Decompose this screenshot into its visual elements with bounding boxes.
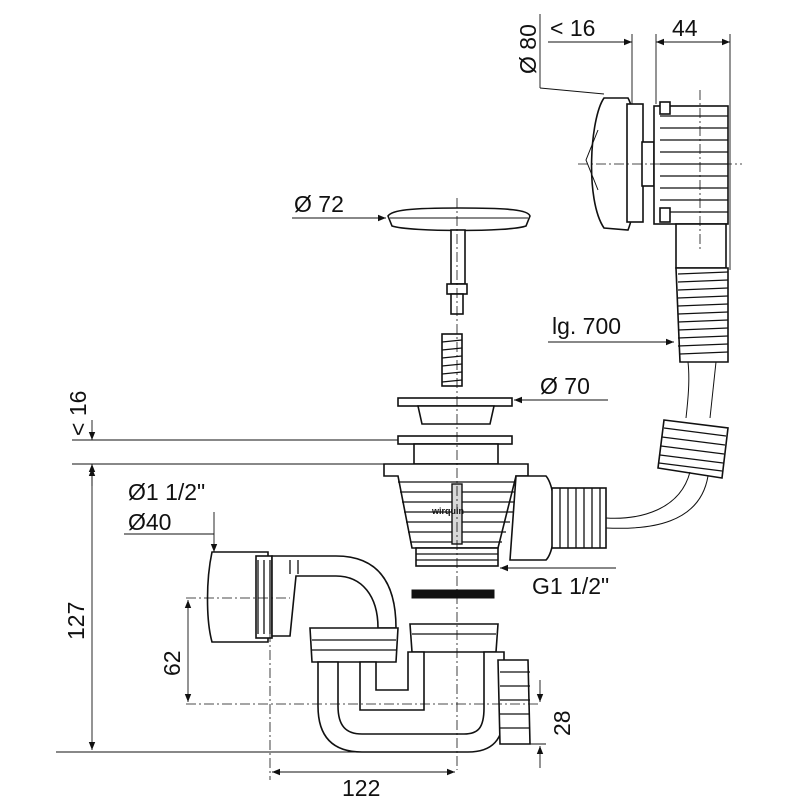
flange-diameter-label: Ø 70 <box>540 373 590 399</box>
outlet-size-mm-label: Ø40 <box>128 509 171 535</box>
trap-assembly <box>206 551 531 753</box>
horizontal-offset-label: 122 <box>342 775 380 800</box>
dimension-lines <box>56 14 731 776</box>
drain-flange <box>397 397 513 465</box>
nut-height-label: 28 <box>549 710 575 736</box>
outlet-height-label: 62 <box>159 650 185 676</box>
overflow-width-label: 44 <box>672 15 698 41</box>
center-lines <box>186 198 540 780</box>
flange-thickness-label: < 16 <box>65 391 91 436</box>
dimension-labels: Ø 80 < 16 44 Ø 72 lg. 700 Ø 70 < 16 Ø1 1… <box>63 15 698 800</box>
overflow-hose <box>605 267 729 529</box>
overflow-assembly <box>578 90 742 269</box>
total-height-label: 127 <box>63 602 89 640</box>
drain-thread-label: G1 1/2" <box>532 573 609 599</box>
hose-length-label: lg. 700 <box>552 313 621 339</box>
overflow-diameter-label: Ø 80 <box>515 24 541 74</box>
outlet-size-inch-label: Ø1 1/2" <box>128 479 205 505</box>
plug-assembly <box>387 207 531 387</box>
overflow-depth-label: < 16 <box>550 15 595 41</box>
drain-body: wirquin <box>383 463 607 599</box>
brand-mark: wirquin <box>431 506 464 516</box>
plug-diameter-label: Ø 72 <box>294 191 344 217</box>
